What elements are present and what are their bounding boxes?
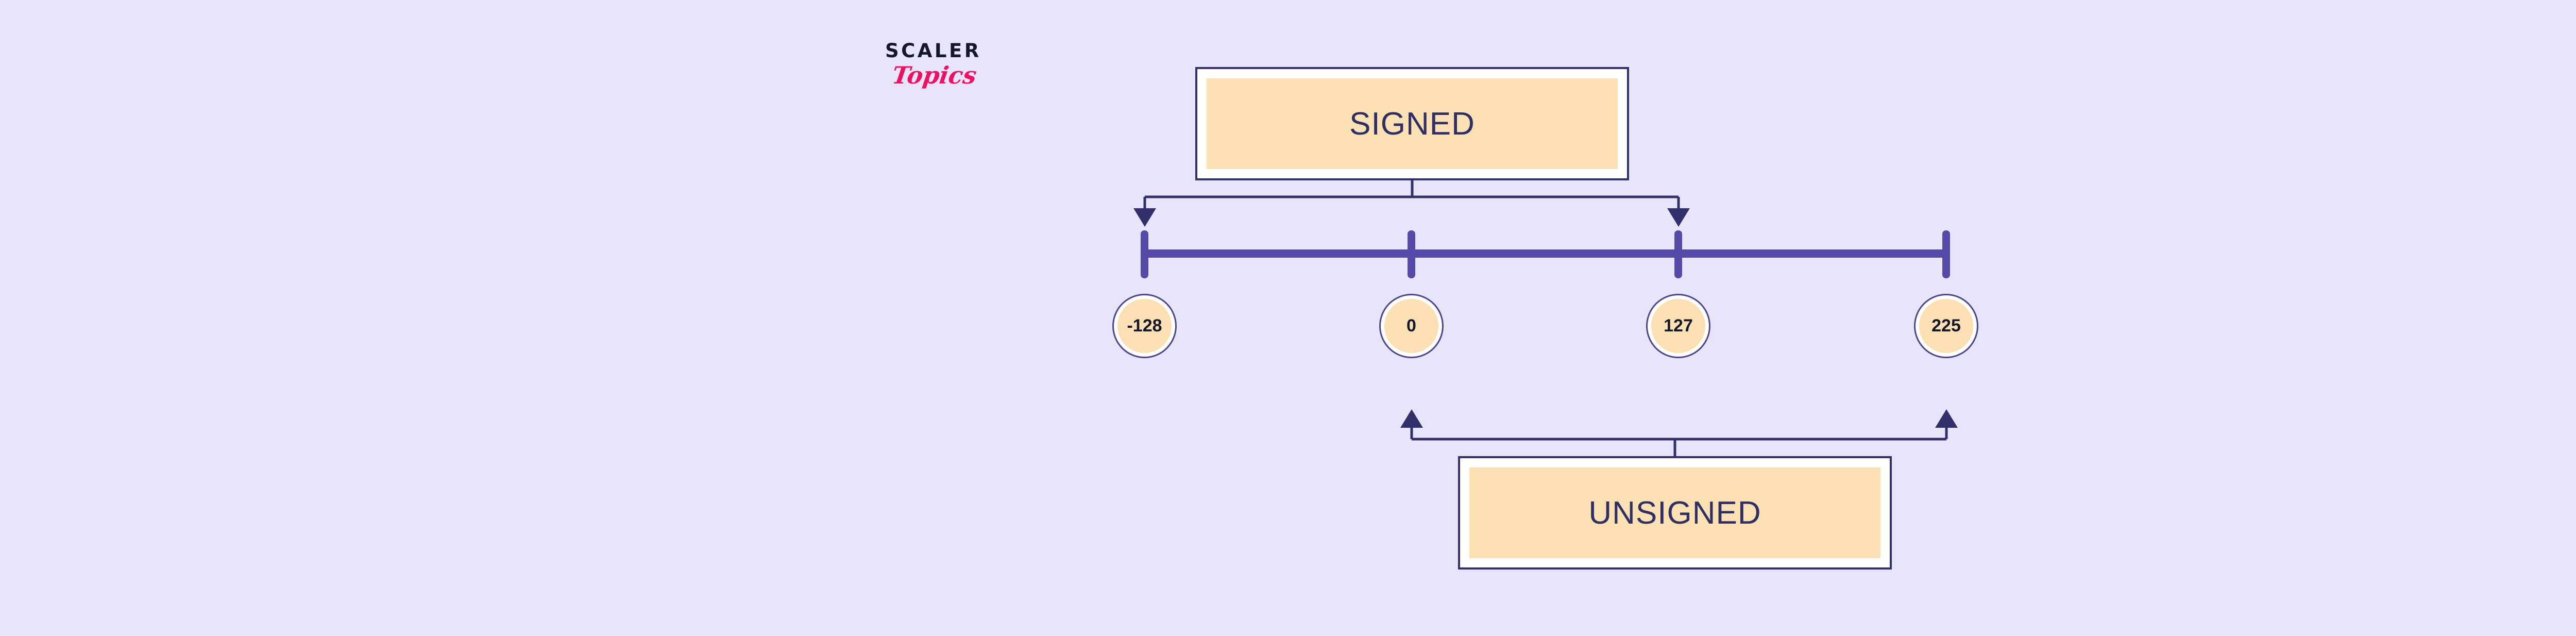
signed-bracket xyxy=(1133,180,1690,227)
unsigned-label-box: UNSIGNED xyxy=(1458,456,1892,570)
number-line-tick-2 xyxy=(1674,230,1682,278)
unsigned-box-fill: UNSIGNED xyxy=(1469,467,1880,558)
signed-label-box: SIGNED xyxy=(1195,67,1629,180)
value-bubble-max-signed: 127 xyxy=(1646,294,1710,358)
logo-scaler-text: SCALER xyxy=(885,40,981,62)
signed-box-fill: SIGNED xyxy=(1207,78,1618,169)
logo-topics-text: Topics xyxy=(890,61,978,89)
signed-left-arrowhead xyxy=(1133,208,1156,227)
value-bubble-fill: 225 xyxy=(1919,299,1973,353)
signed-label-text: SIGNED xyxy=(1349,106,1475,142)
unsigned-bracket xyxy=(1400,409,1958,456)
value-bubble-fill: -128 xyxy=(1117,299,1172,353)
value-bubble-max-unsigned: 225 xyxy=(1914,294,1978,358)
value-bubble-label: -128 xyxy=(1127,316,1162,336)
number-line-tick-0 xyxy=(1141,230,1148,278)
value-bubble-zero: 0 xyxy=(1379,294,1444,358)
unsigned-left-arrowhead xyxy=(1400,409,1423,428)
scaler-topics-logo: SCALER Topics xyxy=(885,41,1040,108)
value-bubble-label: 225 xyxy=(1931,316,1961,336)
value-bubble-min-signed: -128 xyxy=(1112,294,1177,358)
value-bubble-fill: 0 xyxy=(1384,299,1438,353)
unsigned-right-arrowhead xyxy=(1935,409,1958,428)
number-line-tick-1 xyxy=(1408,230,1415,278)
signed-right-arrowhead xyxy=(1667,208,1690,227)
value-bubble-label: 127 xyxy=(1664,316,1693,336)
number-line-tick-3 xyxy=(1942,230,1950,278)
value-bubble-fill: 127 xyxy=(1651,299,1705,353)
value-bubble-label: 0 xyxy=(1406,316,1416,336)
number-line-bar xyxy=(1145,249,1946,258)
unsigned-label-text: UNSIGNED xyxy=(1588,495,1761,531)
